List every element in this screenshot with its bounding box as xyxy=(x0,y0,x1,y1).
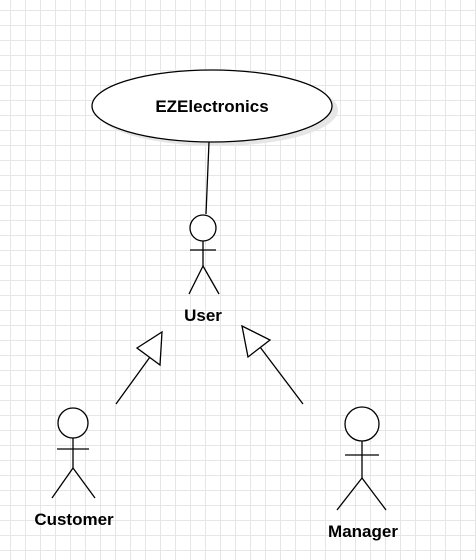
actor-manager-head xyxy=(344,406,380,442)
generalization-line-manager[interactable] xyxy=(259,346,304,405)
actor-manager-left-leg xyxy=(336,477,363,511)
actor-manager[interactable] xyxy=(336,406,387,511)
actor-user-label: User xyxy=(184,306,222,325)
actor-manager-label: Manager xyxy=(328,522,398,541)
system-ellipse[interactable] xyxy=(91,69,333,143)
system-label: EZElectronics xyxy=(155,97,268,116)
actor-user-left-leg xyxy=(188,265,204,295)
actor-customer-left-leg xyxy=(51,467,74,499)
generalization-line-customer[interactable] xyxy=(115,356,151,405)
actor-customer[interactable] xyxy=(51,407,96,499)
actor-user[interactable] xyxy=(188,214,220,295)
actor-manager-right-leg xyxy=(361,477,387,511)
generalization-arrowhead-customer xyxy=(135,330,163,367)
actor-user-head xyxy=(189,214,217,242)
actor-customer-head xyxy=(57,407,89,439)
actor-user-right-leg xyxy=(202,265,220,295)
actor-customer-right-leg xyxy=(72,467,96,499)
actor-customer-label: Customer xyxy=(34,510,114,529)
association-line[interactable] xyxy=(205,141,210,215)
generalization-arrowhead-manager xyxy=(241,324,272,359)
